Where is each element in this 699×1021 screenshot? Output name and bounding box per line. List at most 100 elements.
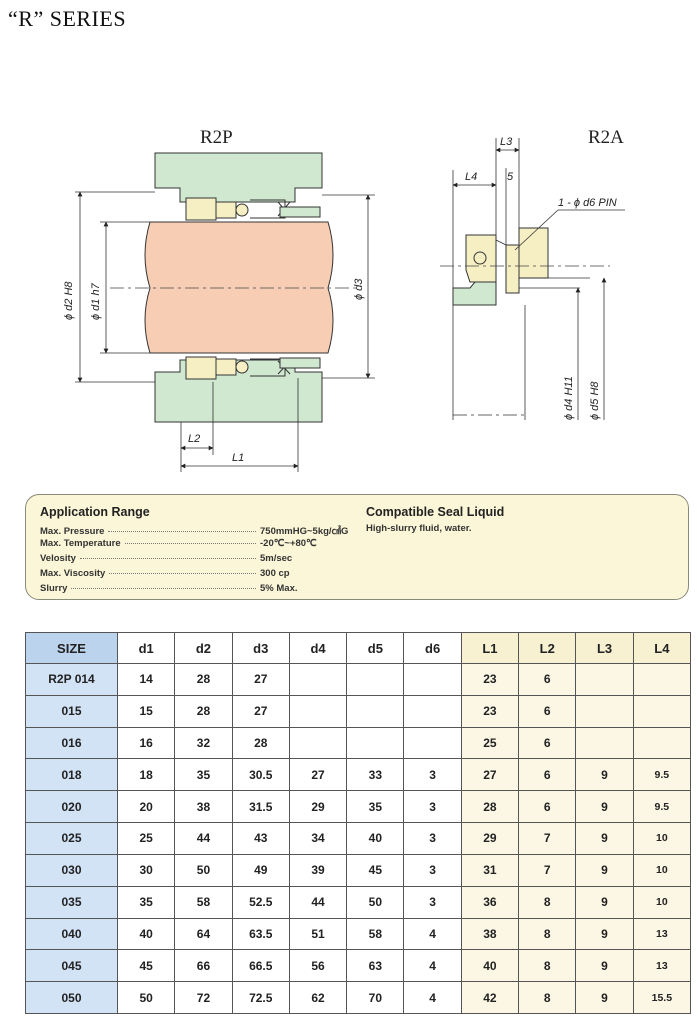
cell-d4: 39 xyxy=(288,853,348,887)
cell-d4: 51 xyxy=(288,917,348,951)
cell-d6: 3 xyxy=(403,758,462,792)
cell-d3: 66.5 xyxy=(231,949,290,983)
cell-size: 018 xyxy=(25,758,118,792)
cell-d5: 40 xyxy=(346,822,405,855)
cell-d6 xyxy=(403,663,462,696)
cell-l3: 9 xyxy=(575,885,634,919)
cell-l4: 13 xyxy=(632,917,692,951)
label-five: 5 xyxy=(507,171,514,183)
cell-l4: 10 xyxy=(632,822,692,855)
cell-d4 xyxy=(288,694,348,728)
cell-size: R2P 014 xyxy=(25,663,118,696)
cell-l3: 9 xyxy=(575,949,634,983)
column-header-l1: L1 xyxy=(460,632,520,664)
cell-l1: 31 xyxy=(460,853,520,887)
cell-d5: 70 xyxy=(346,981,405,1014)
cell-d2: 28 xyxy=(174,663,233,696)
cell-d6: 3 xyxy=(403,885,462,919)
cell-d5: 33 xyxy=(346,758,405,792)
cell-size: 030 xyxy=(25,853,118,887)
cell-d4: 62 xyxy=(288,981,348,1014)
label-d5: ϕ d5 H8 xyxy=(589,381,601,420)
cell-d6: 4 xyxy=(403,917,462,951)
cell-d1: 50 xyxy=(116,981,176,1014)
cell-l2: 6 xyxy=(518,790,577,824)
cell-l2: 6 xyxy=(518,726,577,760)
cell-d2: 32 xyxy=(174,726,233,760)
cell-d4: 34 xyxy=(288,822,348,855)
cell-d5 xyxy=(346,663,405,696)
cell-l1: 42 xyxy=(460,981,520,1014)
cell-l2: 8 xyxy=(518,981,577,1014)
cell-d3: 63.5 xyxy=(231,917,290,951)
column-header-d2: d2 xyxy=(174,632,233,664)
cell-l2: 8 xyxy=(518,949,577,983)
cell-size: 050 xyxy=(25,981,118,1014)
r2a-title: R2A xyxy=(588,127,624,148)
cell-l2: 7 xyxy=(518,853,577,887)
cell-d2: 72 xyxy=(174,981,233,1014)
cell-l3: 9 xyxy=(575,853,634,887)
cell-d1: 35 xyxy=(116,885,176,919)
cell-l4: 10 xyxy=(632,885,692,919)
cell-d3: 52.5 xyxy=(231,885,290,919)
label-d2: ϕ d2 H8 xyxy=(63,281,75,320)
cell-d3: 72.5 xyxy=(231,981,290,1014)
cell-l1: 27 xyxy=(460,758,520,792)
cell-d4: 44 xyxy=(288,885,348,919)
cell-d1: 15 xyxy=(116,694,176,728)
cell-l4: 13 xyxy=(632,949,692,983)
cell-d2: 66 xyxy=(174,949,233,983)
cell-d4: 56 xyxy=(288,949,348,983)
cell-size: 015 xyxy=(25,694,118,728)
cell-size: 035 xyxy=(25,885,118,919)
cell-l4 xyxy=(632,663,692,696)
cell-d1: 45 xyxy=(116,949,176,983)
column-header-l3: L3 xyxy=(575,632,634,664)
cell-l3: 9 xyxy=(575,790,634,824)
cell-d1: 25 xyxy=(116,822,176,855)
label-l4: L4 xyxy=(465,171,477,183)
cell-l1: 36 xyxy=(460,885,520,919)
cell-d2: 58 xyxy=(174,885,233,919)
cell-l4 xyxy=(632,726,692,760)
label-pin: 1 - ϕ d6 PIN xyxy=(558,197,617,209)
cell-l4: 9.5 xyxy=(632,790,692,824)
cell-d3: 30.5 xyxy=(231,758,290,792)
cell-d1: 30 xyxy=(116,853,176,887)
cell-l4: 15.5 xyxy=(632,981,692,1014)
cell-d6: 4 xyxy=(403,949,462,983)
column-header-d6: d6 xyxy=(403,632,462,664)
cell-l3 xyxy=(575,694,634,728)
cell-d2: 44 xyxy=(174,822,233,855)
seal-diagram: R2P ϕ d2 H8 ϕ d1 h7 xyxy=(0,110,699,480)
cell-d3: 28 xyxy=(231,726,290,760)
cell-d6: 4 xyxy=(403,981,462,1014)
seal-ring-lower xyxy=(185,356,217,380)
cell-l3: 9 xyxy=(575,758,634,792)
cell-l1: 23 xyxy=(460,663,520,696)
cell-l1: 28 xyxy=(460,790,520,824)
cell-d6 xyxy=(403,694,462,728)
column-header-l4: L4 xyxy=(632,632,692,664)
housing-top xyxy=(154,152,323,203)
cell-d2: 50 xyxy=(174,853,233,887)
cell-d5: 35 xyxy=(346,790,405,824)
label-d1: ϕ d1 h7 xyxy=(90,282,102,320)
application-range-heading: Application Range xyxy=(40,505,150,519)
label-l1: L1 xyxy=(232,452,244,464)
cell-size: 020 xyxy=(25,790,118,824)
cell-l3: 9 xyxy=(575,822,634,855)
